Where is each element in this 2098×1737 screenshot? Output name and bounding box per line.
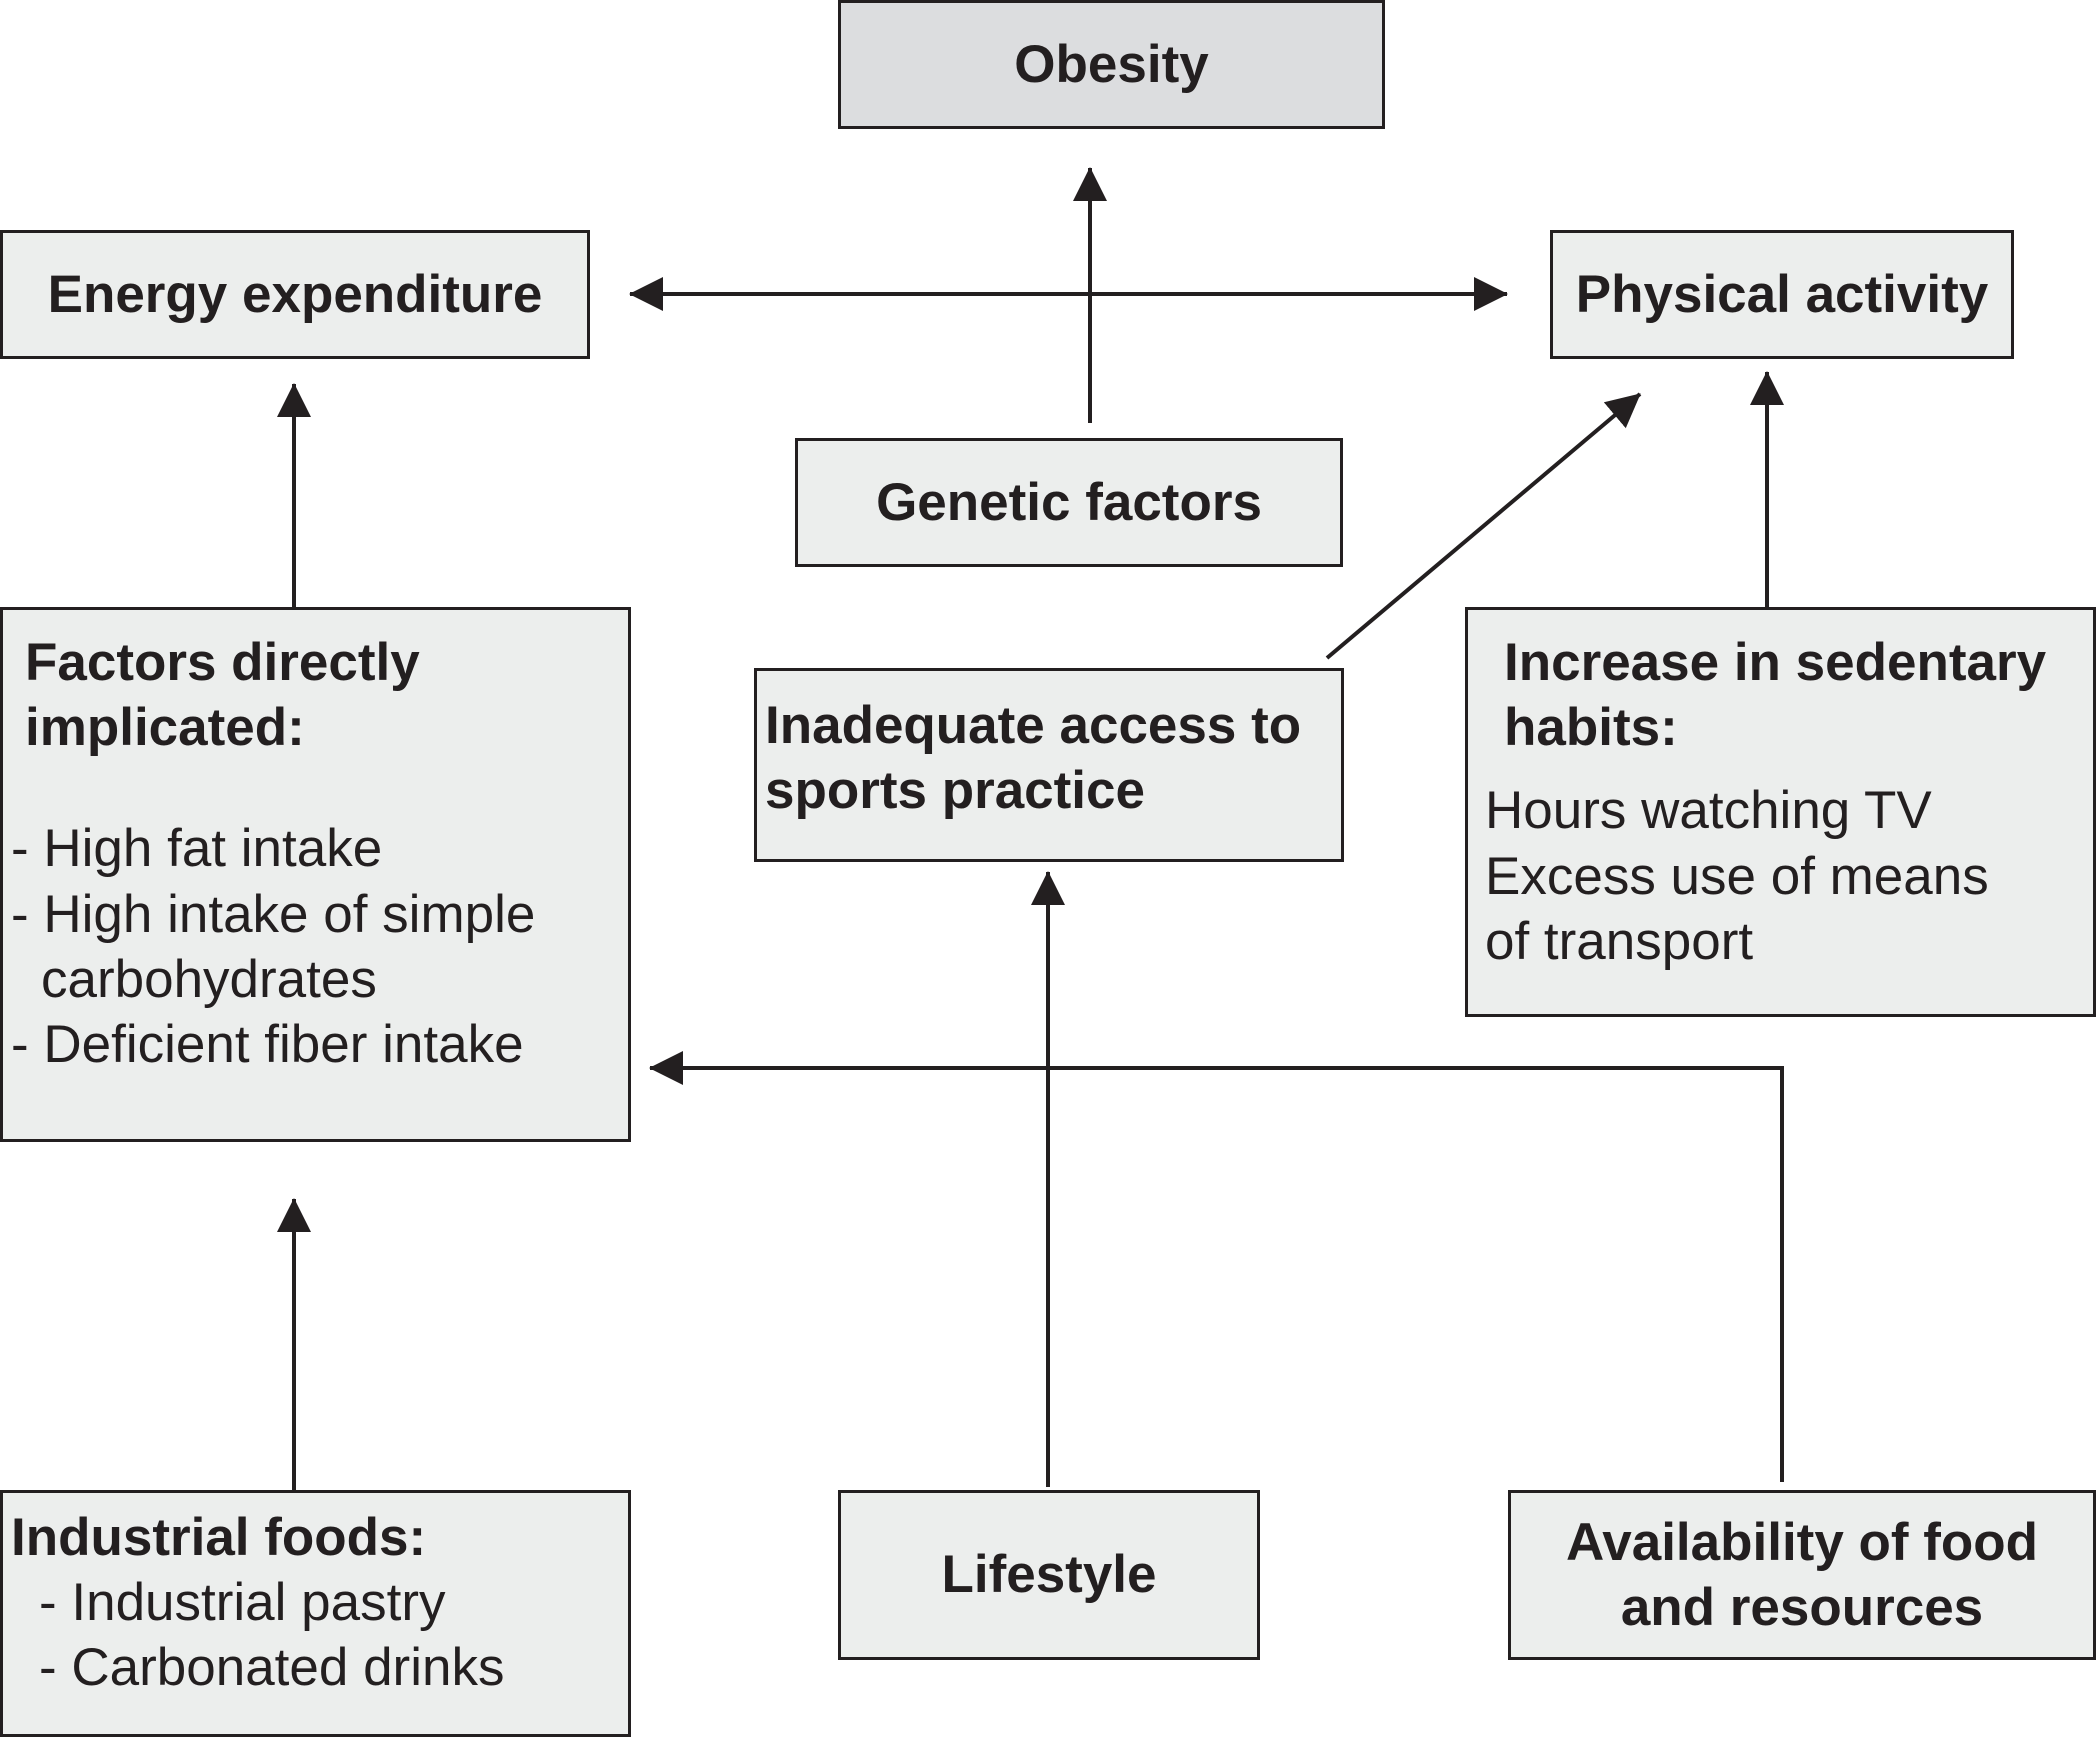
- factor-item: - High intake of simple: [11, 884, 536, 944]
- node-access-line1: Inadequate access to: [765, 696, 1302, 755]
- node-inadequate-access: Inadequate access to sports practice: [754, 668, 1344, 862]
- node-lifestyle: Lifestyle: [838, 1490, 1260, 1660]
- edge-access-to-physical: [1325, 392, 1642, 660]
- node-obesity: Obesity: [838, 0, 1385, 129]
- node-factors-directly-implicated: Factors directly implicated: - High fat …: [0, 607, 631, 1142]
- node-energy-expenditure-label: Energy expenditure: [47, 264, 543, 324]
- node-industrial-title: Industrial foods:: [11, 1508, 427, 1567]
- node-sedentary-title-line1: Increase in sedentary: [1504, 633, 2047, 692]
- node-availability-line1: Availability of food: [1565, 1512, 2039, 1572]
- edge-availability-to-factors: [649, 1051, 1784, 1482]
- node-physical-activity: Physical activity: [1550, 230, 2014, 359]
- factor-item: carbohydrates: [41, 949, 377, 1009]
- node-availability-line2: and resources: [1620, 1578, 1984, 1637]
- node-factors-title-line1: Factors directly: [25, 633, 420, 692]
- node-obesity-label: Obesity: [1014, 34, 1209, 94]
- node-access-line2: sports practice: [765, 761, 1145, 821]
- factor-item: - Deficient fiber intake: [11, 1014, 524, 1074]
- node-industrial-foods: Industrial foods: - Industrial pastry - …: [0, 1490, 631, 1737]
- node-physical-activity-label: Physical activity: [1575, 264, 1989, 324]
- node-genetic-factors: Genetic factors: [795, 438, 1343, 567]
- node-energy-expenditure: Energy expenditure: [0, 230, 590, 359]
- sedentary-item: of transport: [1485, 911, 1754, 971]
- industrial-item: - Carbonated drinks: [39, 1638, 505, 1698]
- node-sedentary-title-line2: habits:: [1504, 698, 1678, 758]
- node-genetic-factors-label: Genetic factors: [876, 472, 1262, 532]
- sedentary-item: Hours watching TV: [1485, 781, 1932, 841]
- industrial-item: - Industrial pastry: [39, 1573, 446, 1633]
- factor-item: - High fat intake: [11, 819, 383, 879]
- node-factors-title-line2: implicated:: [25, 698, 305, 758]
- sedentary-item: Excess use of means: [1485, 846, 1989, 906]
- node-availability: Availability of food and resources: [1508, 1490, 2096, 1660]
- node-lifestyle-label: Lifestyle: [941, 1545, 1157, 1605]
- node-sedentary-habits: Increase in sedentary habits: Hours watc…: [1465, 607, 2096, 1017]
